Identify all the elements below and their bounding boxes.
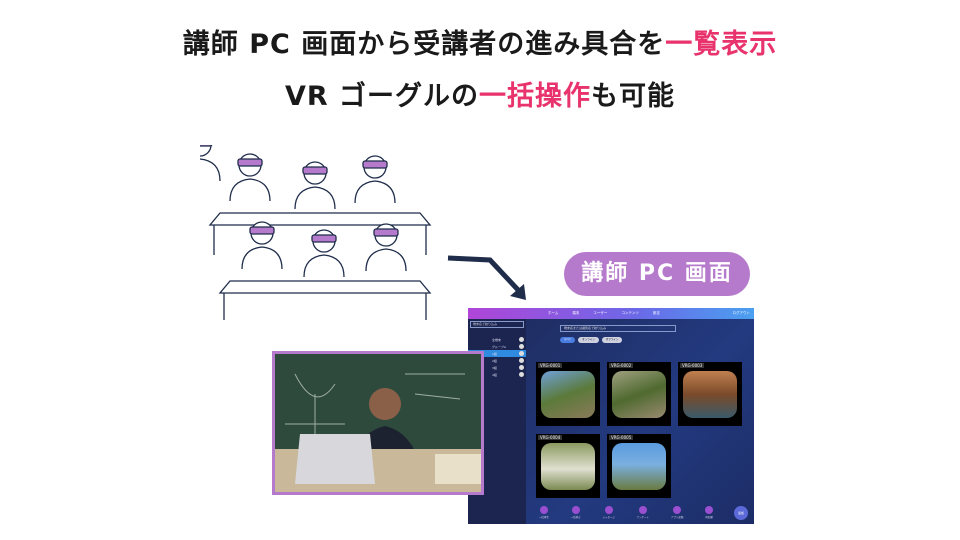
device-name: VRG-0002	[609, 363, 634, 368]
action-bar: 一括再生 一括停止 メッセージ アンケート アプリ起動 再起動	[528, 506, 724, 519]
count-icon	[519, 365, 524, 370]
action-reboot[interactable]: 再起動	[705, 506, 714, 519]
chip-offline[interactable]: オフライン	[601, 337, 623, 343]
headline-highlight: 一括操作	[479, 81, 592, 112]
headline-line1: 講師 PC 画面から受講者の進み具合を一覧表示	[0, 22, 960, 61]
device-card[interactable]: VRG-0003	[678, 362, 742, 426]
play-icon	[539, 506, 548, 514]
device-name: VRG-0001	[538, 363, 563, 368]
nav-devices[interactable]: 端末	[572, 311, 580, 315]
arrow-icon	[447, 255, 526, 300]
sidebar-item-label: グループA	[492, 344, 506, 349]
teacher-photo	[272, 351, 484, 495]
sidebar-item[interactable]: 4組	[468, 371, 526, 378]
sidebar-item-label: 1組	[492, 351, 497, 356]
nav-contents[interactable]: コンテンツ	[621, 311, 639, 315]
sidebar-item[interactable]: 3組	[468, 364, 526, 371]
action-play-all[interactable]: 一括再生	[539, 506, 549, 519]
device-grid: VRG-0001 VRG-0002 VRG-0003 VRG-0004 VRG-…	[536, 362, 742, 498]
add-button[interactable]: 追加	[734, 506, 748, 520]
device-card[interactable]: VRG-0002	[607, 362, 671, 426]
chip-all[interactable]: すべて	[560, 337, 576, 343]
vr-view-thumbnail	[541, 371, 595, 418]
action-survey[interactable]: アンケート	[637, 506, 649, 519]
sidebar-item[interactable]: 2組	[468, 357, 526, 364]
nav-settings[interactable]: 設定	[652, 311, 660, 315]
nav-users[interactable]: ユーザー	[593, 311, 608, 315]
message-icon	[604, 506, 613, 514]
count-icon	[519, 358, 524, 363]
action-message[interactable]: メッセージ	[602, 506, 615, 519]
headline-text: VR ゴーグルの	[284, 81, 480, 112]
action-label: 一括再生	[538, 516, 549, 519]
logout-button[interactable]: ログアウト	[732, 311, 751, 315]
device-card[interactable]: VRG-0001	[536, 362, 600, 426]
nav-home[interactable]: ホーム	[548, 311, 559, 315]
action-label: アプリ起動	[670, 516, 684, 519]
action-launch-app[interactable]: アプリ起動	[670, 506, 684, 519]
app-icon	[673, 506, 682, 514]
action-label: アンケート	[636, 516, 650, 519]
action-label: メッセージ	[602, 516, 615, 519]
sidebar-item[interactable]: 1組	[468, 350, 526, 357]
device-name: VRG-0003	[680, 363, 705, 368]
vr-view-thumbnail	[612, 371, 666, 418]
headline-line2: VR ゴーグルの一括操作も可能	[0, 74, 960, 113]
device-card[interactable]: VRG-0004	[536, 434, 600, 498]
headline-text: 講師 PC 画面から受講者の進み具合を	[182, 29, 666, 60]
chip-online[interactable]: オンライン	[578, 337, 599, 343]
classroom-illustration	[200, 145, 432, 320]
sidebar-item-label: 全端末	[492, 337, 502, 342]
device-search-input[interactable]: 端末名または識別名で絞り込み	[560, 325, 676, 332]
sidebar-item-label: 4組	[492, 372, 497, 377]
sidebar-search-input[interactable]: 端末名で絞り込み	[470, 321, 524, 328]
sidebar-item-label: 2組	[492, 358, 497, 363]
action-stop-all[interactable]: 一括停止	[571, 506, 581, 519]
survey-icon	[638, 506, 647, 514]
action-label: 再起動	[705, 516, 713, 519]
vr-view-thumbnail	[541, 443, 595, 490]
sidebar-item[interactable]: グループA	[468, 343, 526, 350]
stop-icon	[571, 506, 580, 514]
count-icon	[519, 337, 524, 342]
teacher-pc-badge: 講師 PC 画面	[564, 252, 750, 296]
teacher-pc-screen: ホーム 端末 ユーザー コンテンツ 設定 ログアウト 端末名で絞り込み 全端末 …	[468, 308, 754, 524]
count-icon	[519, 351, 524, 356]
device-name: VRG-0005	[609, 435, 634, 440]
device-name: VRG-0004	[538, 435, 563, 440]
reboot-icon	[705, 506, 714, 514]
vr-view-thumbnail	[683, 371, 737, 418]
count-icon	[519, 344, 524, 349]
vr-view-thumbnail	[612, 443, 666, 490]
sidebar-item-label: 3組	[492, 365, 497, 370]
top-nav: ホーム 端末 ユーザー コンテンツ 設定 ログアウト	[468, 308, 754, 319]
headline-highlight: 一覧表示	[665, 29, 778, 60]
count-icon	[519, 372, 524, 377]
action-label: 一括停止	[570, 516, 581, 519]
filter-chips: すべて オンライン オフライン	[560, 337, 623, 343]
headline-text: も可能	[591, 81, 676, 112]
sidebar-item[interactable]: 全端末	[468, 336, 526, 343]
device-card[interactable]: VRG-0005	[607, 434, 671, 498]
